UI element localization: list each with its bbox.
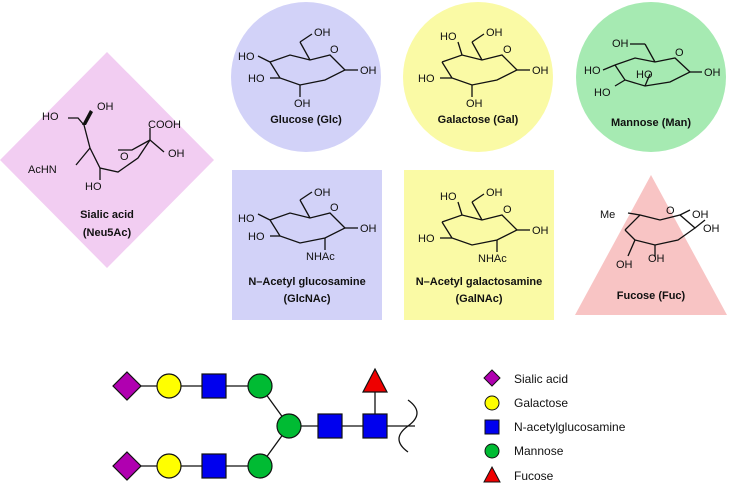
svg-text:OH: OH [294,98,311,110]
legend-sialic-label: Sialic acid [514,372,568,386]
chain-sialic-bottom [112,451,142,481]
chain-glcnac-bottom [201,453,227,479]
legend-galactose-label: Galactose [514,396,568,410]
sialic-diamond [0,52,214,268]
chain-mannose-core [276,413,302,439]
chain-mannose-top [247,373,273,399]
legend-glcnac-symbol [484,419,500,435]
svg-text:OH: OH [314,187,331,199]
svg-text:HO: HO [248,73,265,85]
svg-text:O: O [330,44,339,56]
mannose-name: Mannose (Man) [611,117,691,129]
svg-text:O: O [675,47,684,59]
svg-text:O: O [330,202,339,214]
svg-text:O: O [120,151,129,163]
mannose-circle [576,2,726,152]
legend: Sialic acid Galactose N-acetylglucosamin… [483,369,626,483]
svg-text:OH: OH [168,148,185,160]
legend-mannose-label: Mannose [514,444,564,458]
svg-text:OH: OH [360,223,377,235]
chain-glcnac-top [201,373,227,399]
mannose-structure: OH HO HO HO OH O [584,38,721,99]
chain-glcnac-core-1 [317,413,343,439]
glucose-structure: OH HO HO OH OH O [238,27,377,110]
svg-text:OH: OH [532,225,549,237]
svg-text:O: O [503,204,512,216]
svg-text:OH: OH [704,67,721,79]
galactose-circle [403,2,553,152]
svg-text:HO: HO [238,213,255,225]
svg-text:HO: HO [440,31,457,43]
svg-text:HO: HO [85,181,102,193]
sialic-structure: OH HO COOH OH AcHN HO O [28,101,185,193]
svg-text:HO: HO [418,73,435,85]
legend-mannose-symbol [484,443,500,459]
svg-text:HO: HO [248,231,265,243]
chain-fucose [362,367,388,393]
svg-text:NHAc: NHAc [478,253,507,265]
glcnac-name: N–Acetyl glucosamine [248,276,365,288]
svg-text:HO: HO [440,191,457,203]
svg-text:HO: HO [238,51,255,63]
svg-text:HO: HO [418,233,435,245]
fucose-structure: Me OH OH OH O OH [600,205,720,271]
sialic-abbr: (Neu5Ac) [83,227,132,239]
chain-galactose-top [156,373,182,399]
chain-sialic-top [112,371,142,401]
svg-text:NHAc: NHAc [306,251,335,263]
legend-fucose-symbol [483,465,501,483]
svg-text:HO: HO [636,69,653,81]
svg-text:O: O [666,205,675,217]
galnac-abbr: (GalNAc) [455,293,502,305]
svg-text:AcHN: AcHN [28,164,57,176]
glycan-chain [112,367,418,481]
svg-text:O: O [503,44,512,56]
svg-text:HO: HO [42,111,59,123]
galactose-name: Galactose (Gal) [438,114,519,126]
svg-text:OH: OH [648,253,665,265]
galnac-structure: HO OH HO NHAc OH O [418,187,549,265]
svg-text:Me: Me [600,209,615,221]
svg-text:OH: OH [616,259,633,271]
legend-sialic-symbol [483,369,501,387]
svg-text:OH: OH [360,65,377,77]
svg-text:OH: OH [466,98,483,110]
svg-text:OH: OH [703,223,720,235]
glucose-name: Glucose (Glc) [270,114,342,126]
legend-fucose-label: Fucose [514,469,554,483]
fucose-name: Fucose (Fuc) [617,290,686,302]
legend-glcnac-label: N-acetylglucosamine [514,420,626,434]
fucose-triangle [575,175,727,315]
svg-text:OH: OH [97,101,114,113]
glcnac-structure: OH HO HO NHAc OH O [238,187,377,263]
svg-text:OH: OH [486,187,503,199]
legend-galactose-symbol [484,395,500,411]
chain-mannose-bottom [247,453,273,479]
sialic-name: Sialic acid [80,209,134,221]
svg-text:COOH: COOH [148,119,181,131]
svg-text:OH: OH [612,38,629,50]
svg-text:OH: OH [314,27,331,39]
glcnac-abbr: (GlcNAc) [283,293,330,305]
chain-galactose-bottom [156,453,182,479]
svg-text:HO: HO [584,65,601,77]
svg-text:OH: OH [486,27,503,39]
svg-text:OH: OH [532,65,549,77]
galnac-name: N–Acetyl galactosamine [416,276,543,288]
galactose-structure: HO OH HO OH OH O [418,27,549,110]
glucose-circle [231,2,381,152]
galnac-square [404,170,554,320]
svg-text:HO: HO [594,87,611,99]
svg-text:OH: OH [692,209,709,221]
chain-glcnac-core-2 [362,413,388,439]
